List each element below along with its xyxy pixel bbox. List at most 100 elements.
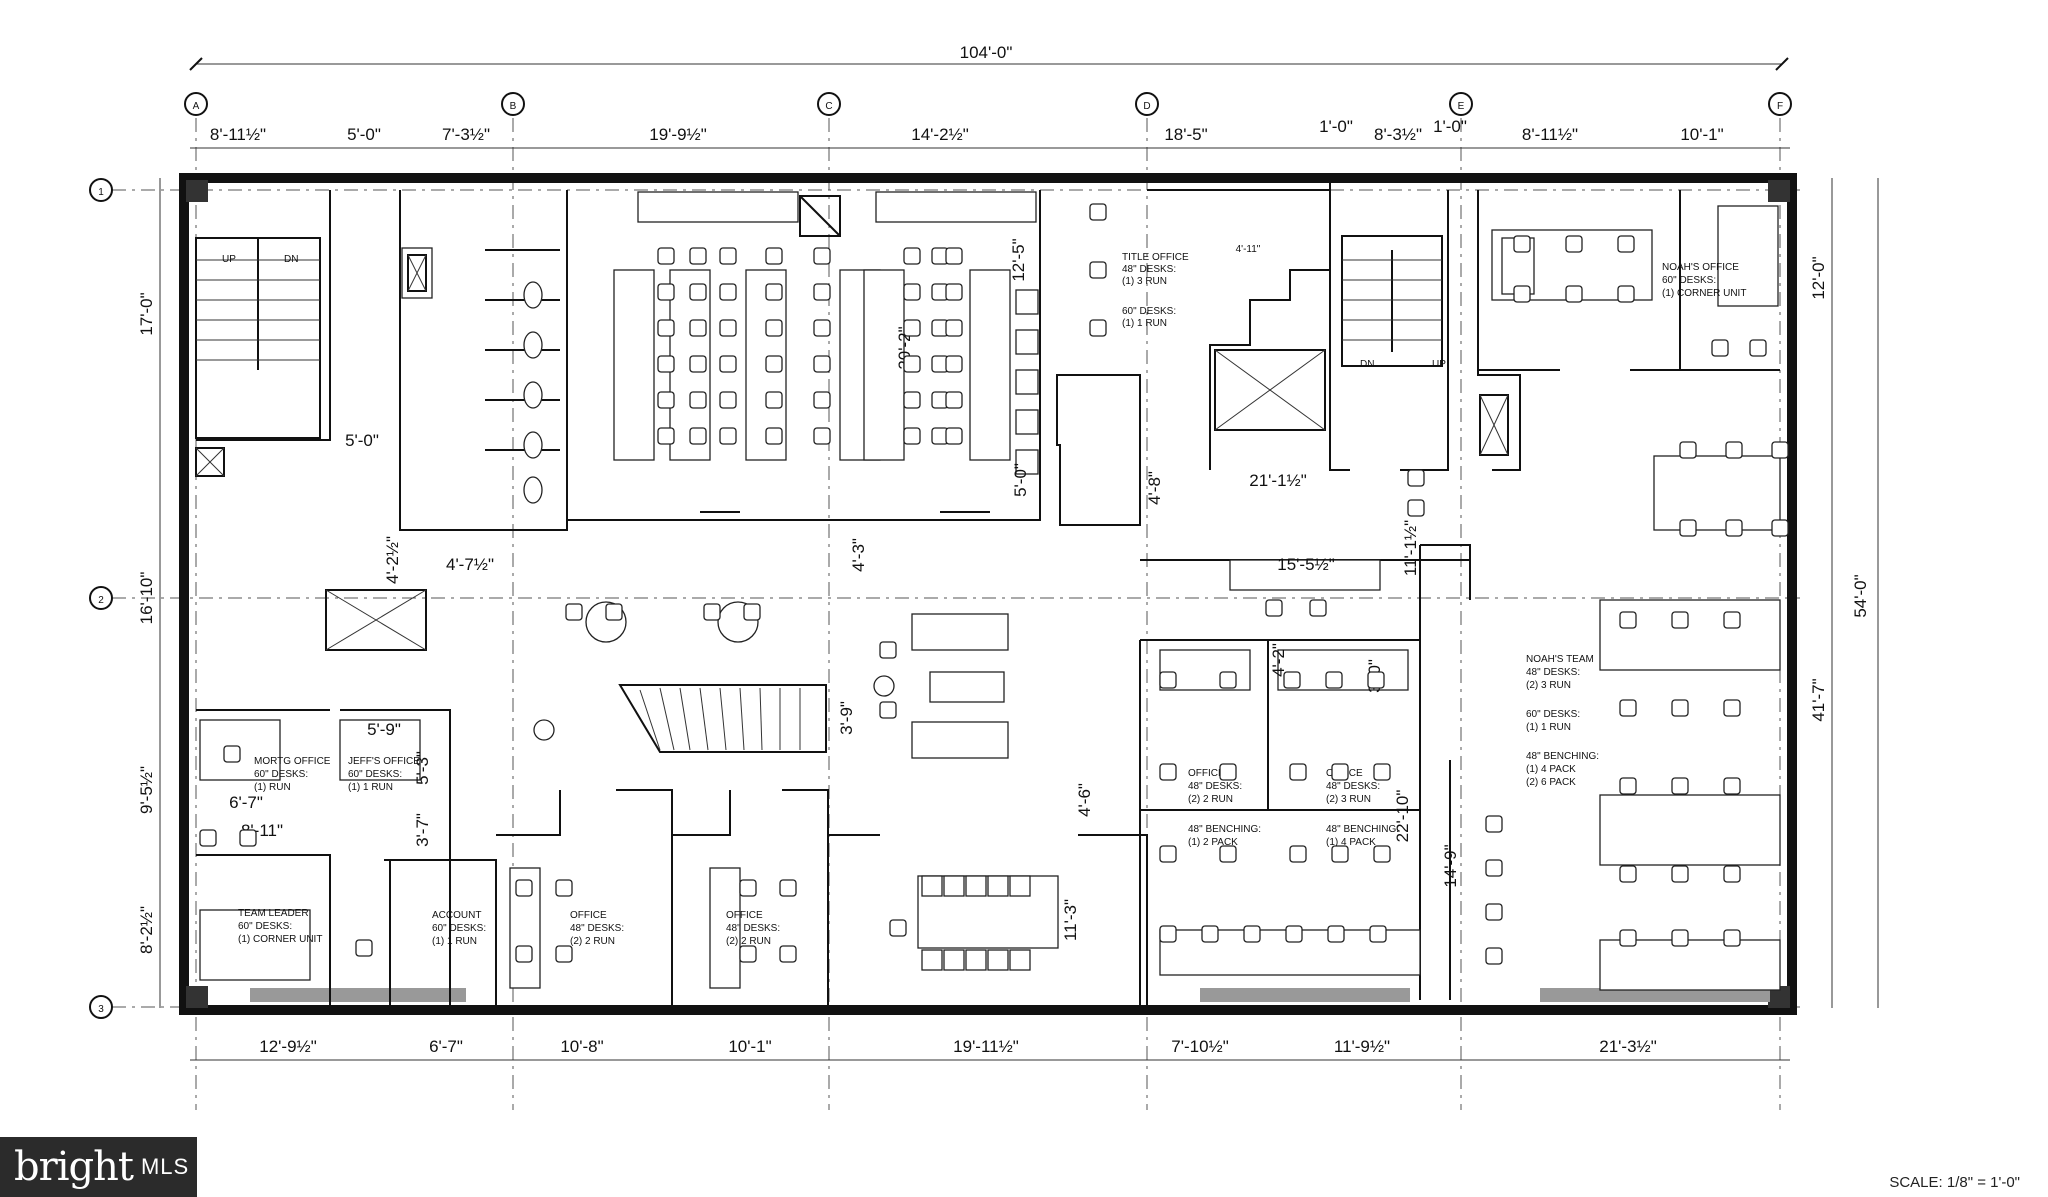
chair <box>1565 285 1583 303</box>
room-label-line: 48" DESKS: <box>570 923 624 934</box>
int-dim-19: 6'-7" <box>229 793 263 812</box>
room-label-line: JEFF'S OFFICE <box>348 756 420 767</box>
grid-bubble-2: 2 <box>98 595 104 606</box>
int-dim-2: 4'-2½" <box>383 536 402 584</box>
chair <box>657 283 675 301</box>
interior-dimensions: 5'-0" 4'-2½" 4'-7½" 4'-3" 3'-9" 12'-5" 2… <box>229 238 1460 941</box>
room-label-line: (2) 2 RUN <box>570 936 615 947</box>
chair <box>1369 925 1387 943</box>
chair <box>739 945 757 963</box>
left-dim-2: 16'-10" <box>137 572 156 625</box>
chair <box>1749 339 1767 357</box>
chair <box>1243 925 1261 943</box>
chair <box>1513 235 1531 253</box>
chair <box>1325 671 1343 689</box>
chair <box>355 939 373 957</box>
grid-bubble-1: 1 <box>98 187 104 198</box>
room-label-line: 48" DESKS: <box>1526 667 1580 678</box>
int-dim-23: 4'-11" <box>1236 244 1261 255</box>
chair <box>903 391 921 409</box>
chair <box>515 945 533 963</box>
room-noahs-team: NOAH'S TEAM 48" DESKS: (2) 3 RUN 60" DES… <box>1526 654 1599 788</box>
chair <box>1679 519 1697 537</box>
room-label-line: ACCOUNT <box>432 910 481 921</box>
chair <box>813 391 831 409</box>
room-title-office: TITLE OFFICE 48" DESKS: (1) 3 RUN 60" DE… <box>1122 252 1189 329</box>
chair <box>889 919 907 937</box>
chair <box>1159 671 1177 689</box>
chair <box>657 427 675 445</box>
lobby-furniture <box>533 559 1381 971</box>
chair <box>555 879 573 897</box>
grid-bubble-b: B <box>510 101 517 112</box>
chair <box>1331 845 1349 863</box>
chair <box>719 355 737 373</box>
int-dim-6: 12'-5" <box>1009 238 1028 281</box>
chair <box>1619 929 1637 947</box>
chair <box>1723 777 1741 795</box>
chair <box>1283 671 1301 689</box>
room-label-line: MORTG OFFICE <box>254 756 331 767</box>
overall-depth-label: 54'-0" <box>1851 574 1870 617</box>
chair <box>657 391 675 409</box>
left-dim-4: 8'-2½" <box>137 906 156 954</box>
stair-west-dn: DN <box>284 254 298 265</box>
chair <box>1619 865 1637 883</box>
grid-bubble-3: 3 <box>98 1004 104 1015</box>
chair <box>1671 699 1689 717</box>
chair <box>1485 903 1503 921</box>
chair <box>719 319 737 337</box>
room-office-1: OFFICE 48" DESKS: (2) 2 RUN <box>570 910 624 947</box>
room-label-line: (1) 1 RUN <box>348 782 393 793</box>
grid-bubble-f: F <box>1777 101 1783 112</box>
chair <box>1679 441 1697 459</box>
chair <box>1565 235 1583 253</box>
room-label-line: OFFICE <box>726 910 763 921</box>
chair <box>1723 611 1741 629</box>
chair <box>1219 671 1237 689</box>
int-dim-15: 14'-9" <box>1441 844 1460 887</box>
room-mortg-office: MORTG OFFICE 60" DESKS: (1) RUN <box>254 756 331 793</box>
chair <box>1711 339 1729 357</box>
logo-suffix: MLS <box>140 1154 190 1179</box>
top-dim-9: 1'-0" <box>1433 117 1467 136</box>
bottom-dim-7: 11'-9½" <box>1334 1037 1390 1056</box>
top-dim-4: 19'-9½" <box>649 125 706 144</box>
int-dim-11: 15'-5½" <box>1277 555 1334 574</box>
chair <box>689 355 707 373</box>
interior-walls <box>196 178 1780 1007</box>
room-account: ACCOUNT 60" DESKS: (1) 1 RUN <box>432 910 486 947</box>
room-label-line: (1) 3 RUN <box>1122 276 1167 287</box>
room-label-line: (2) 3 RUN <box>1526 680 1571 691</box>
chair <box>1723 929 1741 947</box>
left-dim-3: 9'-5½" <box>137 766 156 814</box>
chair <box>719 247 737 265</box>
top-dim-7: 1'-0" <box>1319 117 1353 136</box>
int-dim-8: 5'-0" <box>1011 463 1030 497</box>
elevator-east <box>1214 349 1509 456</box>
stair-west-up: UP <box>222 254 236 265</box>
chair <box>1671 611 1689 629</box>
bright-mls-logo: bright MLS <box>0 1137 197 1197</box>
room-label-line: 48" DESKS: <box>1188 781 1242 792</box>
room-label-line: (1) RUN <box>254 782 291 793</box>
chair <box>945 247 963 265</box>
chair <box>1407 499 1425 517</box>
chair <box>1513 285 1531 303</box>
chair <box>903 283 921 301</box>
int-dim-14: 4'-6" <box>1075 783 1094 817</box>
room-label-line: NOAH'S OFFICE <box>1662 262 1739 273</box>
chair <box>689 319 707 337</box>
chair <box>813 283 831 301</box>
int-dim-4: 4'-3" <box>849 538 868 572</box>
grid-bubble-e: E <box>1458 101 1465 112</box>
top-dim-5: 14'-2½" <box>911 125 968 144</box>
chair <box>1309 599 1327 617</box>
chair <box>1619 611 1637 629</box>
bottom-dim-4: 10'-1" <box>728 1037 771 1056</box>
chair <box>1619 777 1637 795</box>
chair <box>199 829 217 847</box>
right-dim-1: 12'-0" <box>1809 256 1828 299</box>
chair <box>657 247 675 265</box>
chair <box>739 879 757 897</box>
